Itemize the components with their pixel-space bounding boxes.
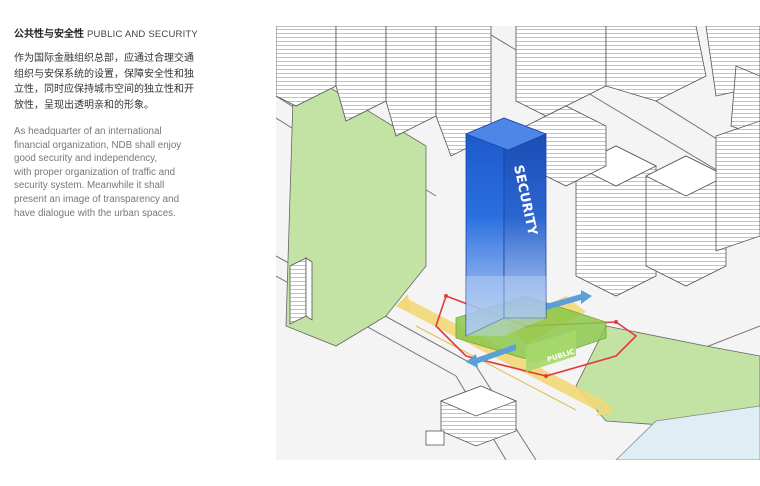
chinese-line: 作为国际金融组织总部，应通过合理交通 (14, 53, 194, 64)
water-area (615, 405, 760, 460)
english-line: good security and independency, (14, 153, 158, 165)
building-cluster-right (525, 105, 760, 297)
english-line: As headquarter of an international (14, 126, 162, 137)
chinese-line: 立性，同时应保持城市空间的独立性和开 (14, 84, 194, 95)
chinese-line: 放性，呈现出透明亲和的形象。 (14, 99, 154, 111)
building-cluster-top-right (515, 26, 760, 137)
building-cluster-bottom (425, 385, 518, 447)
building-cluster-top-left (276, 26, 492, 157)
diagram-svg: PUBLIC SECURITY (276, 26, 760, 460)
english-line: financial organization, NDB shall enjoy (14, 139, 182, 151)
traffic-arrow-blue (466, 290, 592, 368)
english-line: with proper organization of traffic and (14, 166, 176, 178)
english-line: security system. Meanwhile it shall (14, 180, 165, 192)
chinese-paragraph: 作为国际金融组织总部，应通过合理交通 组织与安保系统的设置，保障安全性和独 立性… (14, 51, 234, 113)
road-arrow-left (396, 294, 410, 312)
isometric-site-diagram: PUBLIC SECURITY (276, 26, 760, 460)
road-arrow-right (596, 402, 614, 416)
security-tower (464, 117, 548, 337)
english-line: have dialogue with the urban spaces. (14, 207, 176, 219)
small-building-left-side (305, 257, 313, 321)
chinese-line: 组织与安保系统的设置，保障安全性和独 (14, 68, 194, 80)
heading-chinese: 公共性与安全性 (14, 29, 84, 40)
heading-english: PUBLIC AND SECURITY (87, 29, 198, 40)
english-paragraph: As headquarter of an international finan… (14, 125, 234, 220)
public-podium (526, 330, 576, 372)
park-green-left (285, 65, 427, 347)
small-building-left (289, 257, 307, 325)
english-line: present an image of transparency and (14, 193, 180, 205)
